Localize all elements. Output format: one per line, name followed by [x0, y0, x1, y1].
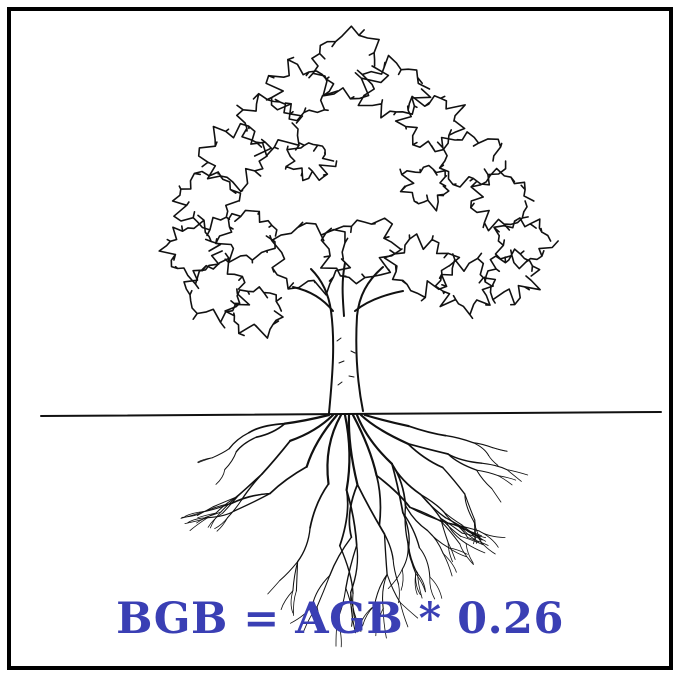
canopy-leaf-cluster [471, 169, 534, 231]
canopy-leaf-cluster [173, 172, 241, 236]
canopy-leaf-cluster [385, 234, 460, 301]
canopy-leaf-cluster [159, 215, 222, 288]
root-segment [402, 543, 408, 570]
canopy-leaf-cluster [396, 96, 465, 152]
root-segment [280, 562, 298, 581]
root-segment [492, 489, 501, 503]
canopy-leaf-cluster [270, 222, 350, 295]
tree-trunk [293, 263, 403, 413]
root-segment [446, 436, 474, 443]
root-segment [232, 494, 270, 504]
figure-frame: BGB = AGB * 0.26 [7, 7, 673, 670]
root-segment [443, 468, 465, 495]
canopy-leaf-cluster [286, 143, 337, 181]
root-segment [212, 449, 229, 458]
biomass-equation: BGB = AGB * 0.26 [11, 593, 669, 645]
root-segment [473, 443, 493, 448]
root-segment [270, 467, 307, 494]
ground-line [41, 412, 661, 416]
root-segment [419, 548, 429, 577]
root-segment [190, 518, 208, 531]
root-segment [427, 530, 443, 553]
root-segment [262, 441, 290, 474]
root-segment [493, 448, 507, 452]
root-segment [340, 490, 348, 546]
root-segment [466, 543, 485, 553]
root-segment [229, 433, 249, 449]
root-segment [349, 415, 357, 485]
root-segment [465, 494, 475, 520]
tree-with-roots-icon [11, 11, 669, 666]
root-segment [421, 494, 444, 512]
root-segment [385, 534, 388, 574]
root-segment [377, 476, 381, 526]
root-segment [285, 415, 329, 424]
root-segment [198, 458, 212, 463]
root-segment [408, 444, 443, 468]
root-segment [298, 528, 311, 562]
canopy-leaf-cluster [225, 287, 283, 338]
canopy-leaf-cluster [199, 124, 272, 192]
root-segment [231, 494, 270, 504]
root-segment [349, 485, 357, 538]
root-segment [482, 463, 507, 469]
canopy-leaf-cluster [309, 26, 388, 99]
root-segment [225, 452, 236, 470]
root-segment [216, 470, 225, 485]
root-segment [409, 426, 446, 436]
root-segment [307, 415, 337, 467]
root-segment [409, 547, 417, 573]
canopy-leaf-cluster [266, 58, 337, 121]
tree-canopy [159, 26, 558, 338]
root-segment [401, 569, 403, 590]
canopy-leaf-cluster [400, 166, 449, 211]
root-segment [268, 581, 280, 595]
root-segment [357, 415, 392, 464]
root-segment [310, 484, 328, 528]
root-segment [448, 542, 452, 561]
canopy-leaf-cluster [358, 56, 431, 118]
root-segment [498, 476, 515, 480]
